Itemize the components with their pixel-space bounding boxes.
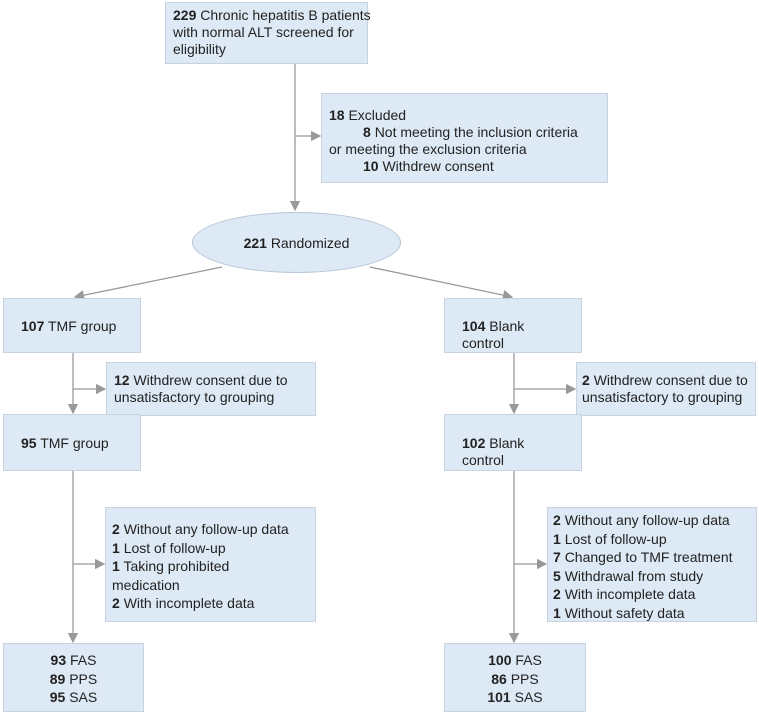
tmf-allocated-box: 107 TMF group bbox=[3, 298, 141, 353]
blank-exclusions-box: 2 Without any follow-up data 1 Lost of f… bbox=[547, 507, 757, 622]
tmf-exclusions-box: 2 Without any follow-up data 1 Lost of f… bbox=[105, 507, 316, 622]
blank-withdrew-box: 2 Withdrew consent due to unsatisfactory… bbox=[576, 362, 756, 416]
tmf-withdrew-box: 12 Withdrew consent due to unsatisfactor… bbox=[106, 362, 316, 416]
blank-analysis-box: 100 FAS 86 PPS 101 SAS bbox=[444, 643, 586, 712]
screened-box: 229 Chronic hepatitis B patients with no… bbox=[165, 2, 371, 64]
blank-continued-box: 102 Blank control bbox=[444, 414, 582, 471]
blank-allocated-box: 104 Blank control bbox=[444, 298, 582, 353]
tmf-analysis-box: 93 FAS 89 PPS 95 SAS bbox=[3, 643, 144, 712]
arrow-to-blank bbox=[369, 266, 514, 301]
arrow-to-tmf bbox=[73, 266, 223, 301]
tmf-continued-box: 95 TMF group bbox=[3, 414, 141, 471]
excluded-box: 18 Excluded 8 Not meeting the inclusion … bbox=[321, 93, 608, 183]
randomized-ellipse: 221 Randomized bbox=[192, 212, 401, 273]
